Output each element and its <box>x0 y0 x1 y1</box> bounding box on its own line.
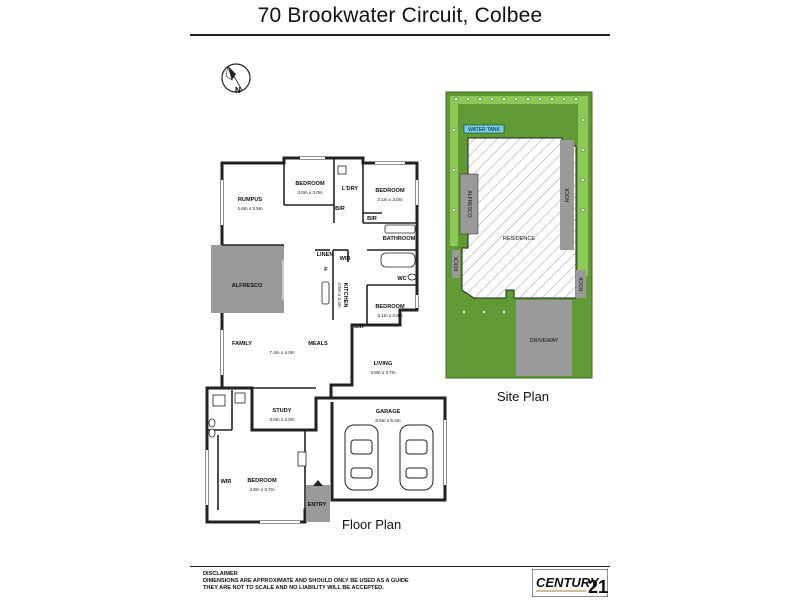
family-label: FAMILY <box>232 341 252 347</box>
residence-label: RESIDENCE <box>503 236 535 242</box>
bir-label: BIR <box>335 206 345 212</box>
alfresco-label: ALFRESCO <box>232 283 263 289</box>
century21-logo: CENTURY 21 <box>532 569 608 597</box>
study-label: STUDY <box>273 408 292 414</box>
kitchen-size: 4.5m x 3.4m <box>337 282 342 307</box>
alfresco-area <box>211 245 284 313</box>
residence-footprint <box>461 137 577 299</box>
disclaimer-line-1: DIMENSIONS ARE APPROXIMATE AND SHOULD ON… <box>203 578 409 584</box>
compass-icon: N <box>221 63 251 95</box>
bedroom-3-label: BEDROOM <box>375 188 405 194</box>
living-size: 3.8m x 3.7m <box>370 370 395 375</box>
wir-label: WIR <box>221 479 232 485</box>
rumpus-label: RUMPUS <box>238 197 263 203</box>
bathroom-label: BATHROOM <box>383 236 416 242</box>
study-size: 3.0m x 3.0m <box>269 417 294 422</box>
family-meals-size: 7.4m x 4.0m <box>269 350 294 355</box>
wir-label: WIR <box>340 256 351 262</box>
fridge-label: F <box>324 267 328 273</box>
site-plan-caption: Site Plan <box>497 389 550 404</box>
rock-area <box>560 140 574 250</box>
master-bedroom-label: BEDROOM <box>247 478 277 484</box>
car-icon <box>344 424 379 491</box>
floor-plan: RUMPUS 4.6m x 3.5m BEDROOM 3.0m x 3.0m L… <box>205 156 447 524</box>
entry-label: ENTRY <box>308 502 327 508</box>
site-plan: WATER TANK ALFRESCO RESIDENCE ROCK ROCK … <box>445 91 593 379</box>
garage-cars <box>344 424 434 491</box>
rumpus-size: 4.6m x 3.5m <box>237 206 262 211</box>
top-rule <box>190 34 610 36</box>
windows <box>206 157 446 523</box>
living-label: LIVING <box>374 361 393 367</box>
disclaimer: DISCLAIMER DIMENSIONS ARE APPROXIMATE AN… <box>203 571 409 592</box>
bedroom-4-size: 3.1m x 2.8m <box>377 313 402 318</box>
water-tank <box>463 124 505 134</box>
bedroom-2-label: BEDROOM <box>295 181 325 187</box>
bir-label: BIR <box>367 216 377 222</box>
bedroom-4-label: BEDROOM <box>375 304 405 310</box>
rock-label: ROCK <box>565 187 571 202</box>
water-tank-label: WATER TANK <box>468 127 500 133</box>
kitchen-label: KITCHEN <box>342 283 348 308</box>
bir-label: BIR <box>354 324 364 330</box>
garage-label: GARAGE <box>376 409 401 415</box>
entry-area <box>306 485 330 522</box>
linen-label: LINEN <box>317 252 334 258</box>
compass-label: N <box>235 86 241 95</box>
garage-size: 6.5m x 5.4m <box>375 418 400 423</box>
disclaimer-heading: DISCLAIMER <box>203 571 238 577</box>
bottom-rule <box>190 566 610 567</box>
car-icon <box>399 424 434 491</box>
rock-label: ROCK <box>454 256 460 271</box>
bedroom-2-size: 3.0m x 3.0m <box>297 190 322 195</box>
page-title: 70 Brookwater Circuit, Colbee <box>257 4 543 27</box>
logo-brand: CENTURY <box>536 575 600 590</box>
fixtures <box>208 165 417 467</box>
alfresco-block <box>459 173 479 235</box>
driveway-label: DRIVEWAY <box>530 338 559 344</box>
site-alfresco-label: ALFRESCO <box>466 191 472 218</box>
meals-label: MEALS <box>308 341 328 347</box>
interior-walls <box>206 158 417 522</box>
laundry-label: L'DRY <box>342 186 359 192</box>
driveway <box>516 300 572 376</box>
floor-plan-caption: Floor Plan <box>342 517 402 532</box>
master-bedroom-size: 4.8m x 3.7m <box>249 487 274 492</box>
logo-number: 21 <box>588 577 608 597</box>
wc-label: WC <box>397 276 406 282</box>
rock-label: ROCK <box>579 276 585 291</box>
bedroom-3-size: 3.1m x 3.0m <box>377 197 402 202</box>
disclaimer-line-2: THEY ARE NOT TO SCALE AND NO LIABILITY W… <box>203 585 384 591</box>
